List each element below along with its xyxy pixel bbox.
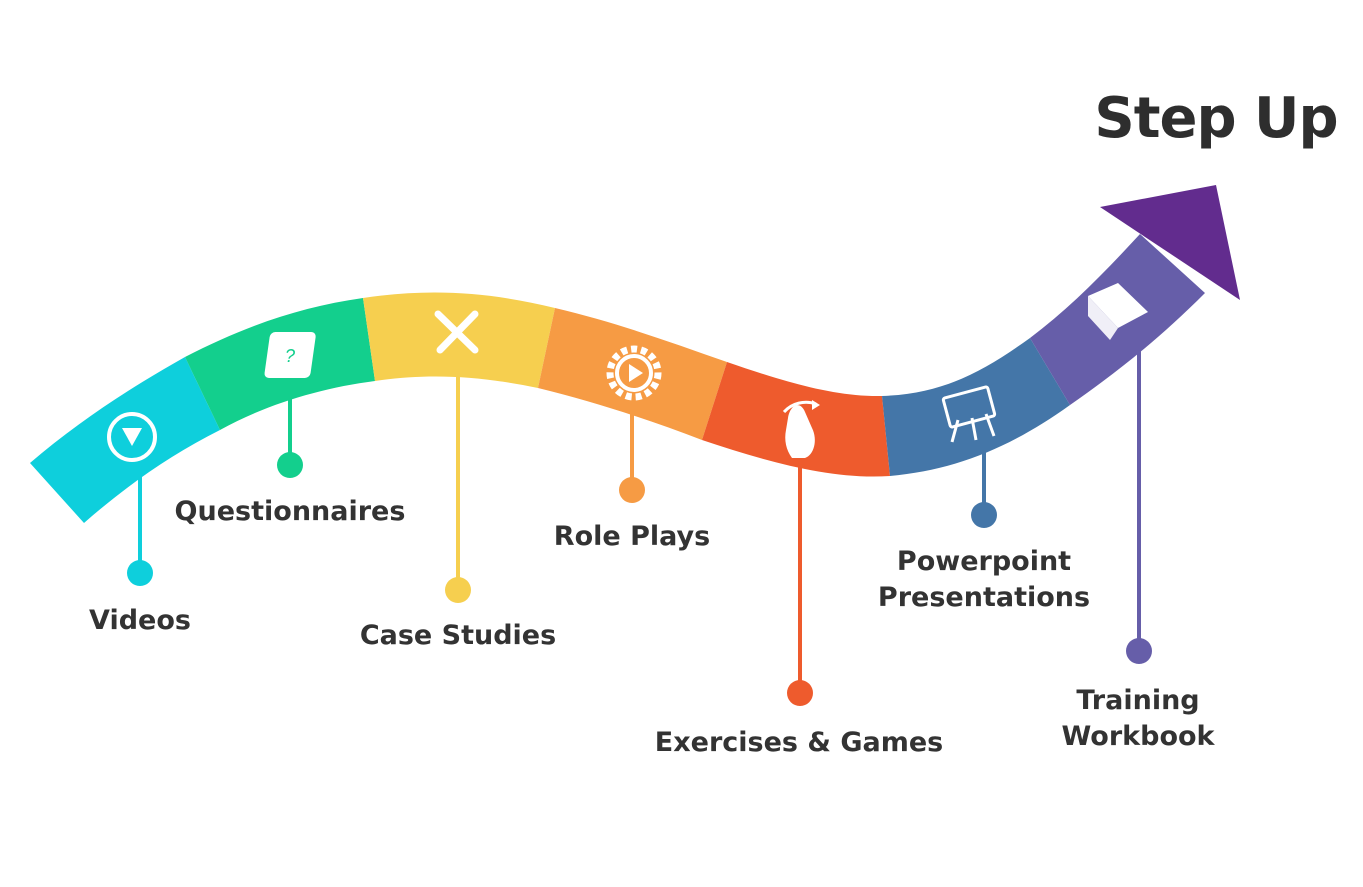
connector-training-workbook bbox=[1126, 345, 1152, 664]
ribbon-segment-videos bbox=[30, 357, 220, 523]
label-powerpoint-line1: Powerpoint bbox=[896, 546, 1072, 577]
label-powerpoint-line2: Presentations bbox=[877, 582, 1091, 613]
arrow-head bbox=[1100, 185, 1240, 300]
connector-videos bbox=[127, 472, 153, 586]
label-training-workbook: Training Workbook bbox=[1061, 683, 1214, 755]
gear-play-icon bbox=[606, 345, 662, 401]
label-powerpoint-presentations: Powerpoint Presentations bbox=[878, 544, 1090, 616]
presentation-board-icon bbox=[941, 385, 997, 443]
label-training-line2: Workbook bbox=[1061, 721, 1215, 752]
pencil-ruler-icon bbox=[434, 310, 479, 354]
question-book-icon: ? bbox=[264, 332, 316, 378]
ribbon-segment-case-studies bbox=[363, 292, 555, 388]
connector-exercises-games bbox=[787, 462, 813, 706]
ribbon-segment-powerpoint bbox=[882, 338, 1070, 476]
label-training-line1: Training bbox=[1076, 685, 1200, 716]
hand-swipe-icon bbox=[782, 400, 820, 458]
label-case-studies: Case Studies bbox=[359, 620, 557, 651]
page-title: Step Up bbox=[1094, 86, 1338, 151]
svg-text:?: ? bbox=[285, 346, 295, 366]
label-questionnaires: Questionnaires bbox=[174, 496, 406, 527]
play-circle-icon bbox=[107, 412, 157, 462]
connector-questionnaires bbox=[277, 397, 303, 478]
label-videos: Videos bbox=[89, 605, 191, 636]
connector-role-plays bbox=[619, 412, 645, 503]
workbook-icon bbox=[1088, 283, 1148, 340]
connector-powerpoint bbox=[971, 446, 997, 528]
label-role-plays: Role Plays bbox=[553, 521, 711, 552]
label-exercises-games: Exercises & Games bbox=[654, 727, 944, 758]
connector-case-studies bbox=[445, 372, 471, 603]
